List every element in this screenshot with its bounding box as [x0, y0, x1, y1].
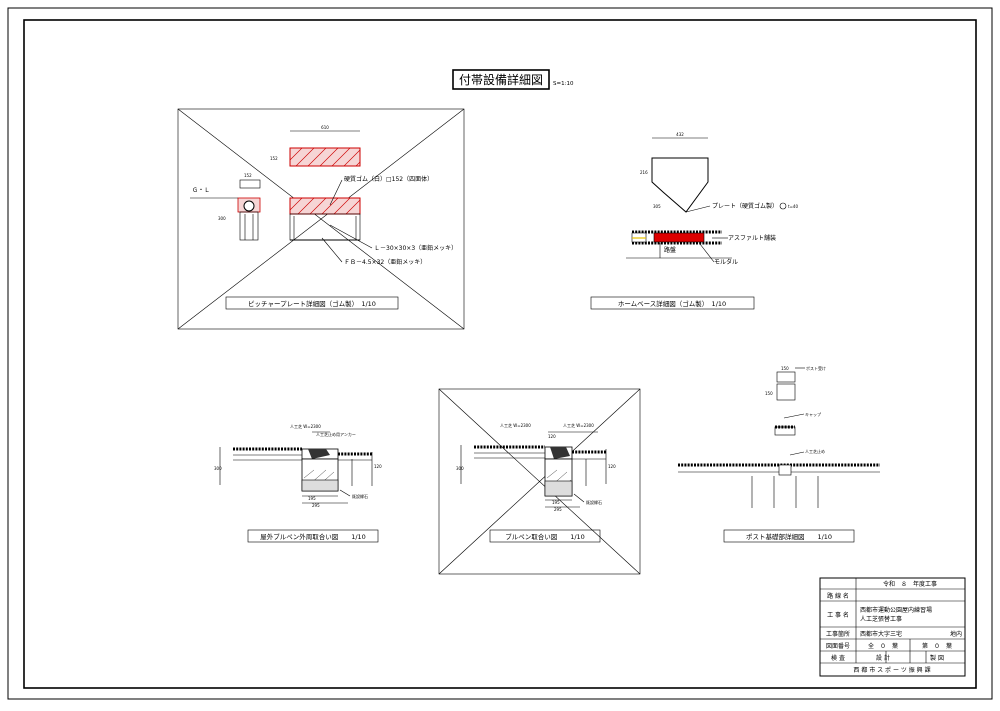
outdoor-bullpen-caption: 屋外ブルペン外周取合い図 1/10	[260, 532, 366, 541]
svg-text:152: 152	[270, 156, 278, 161]
outdoor-bullpen-detail: 195 295 300 120 人工芝 W=2300 人工芝止め用アンカー 既設…	[214, 423, 382, 543]
tb-office: 西 都 市 ス ポ ー ツ 振 興 課	[853, 666, 930, 674]
svg-text:300: 300	[456, 466, 464, 471]
tb-work-label: 工 事 名	[827, 611, 849, 619]
post-foundation-caption: ポスト基礎部詳細図 1/10	[746, 532, 832, 541]
home-base-caption: ホームベース詳細図（ゴム製） 1/10	[618, 299, 726, 308]
post-foundation-detail: 150 150 ポスト受け キャップ 人工芝止め ポスト基礎部詳細図 1/10	[678, 365, 880, 543]
svg-text:人工芝 W=2300: 人工芝 W=2300	[290, 423, 321, 429]
svg-text:既設縁石: 既設縁石	[586, 499, 602, 505]
gl-label: Ｇ・Ｌ	[192, 187, 210, 194]
svg-text:195: 195	[552, 500, 560, 505]
svg-text:既設縁石: 既設縁石	[352, 493, 368, 499]
svg-text:195: 195	[308, 496, 316, 501]
svg-text:300: 300	[214, 466, 222, 471]
svg-text:120: 120	[608, 464, 616, 469]
outer-border	[7, 7, 993, 700]
svg-text:152: 152	[244, 173, 252, 178]
svg-text:300: 300	[218, 216, 226, 221]
svg-text:人工芝止め用アンカー: 人工芝止め用アンカー	[316, 431, 356, 437]
inner-border	[23, 19, 977, 689]
tb-route-label: 路 線 名	[827, 592, 849, 600]
tb-place-suffix: 地内	[950, 630, 962, 638]
tb-drawing-no-total: 全 ０ 葉	[868, 642, 898, 650]
tb-draft-label: 製 図	[930, 654, 944, 662]
tb-work-name-2: 人工芝張替工事	[860, 615, 902, 623]
tb-place-label: 工事箇所	[826, 630, 850, 638]
tb-place: 西都市大字三宅	[860, 630, 902, 638]
svg-text:295: 295	[554, 507, 562, 512]
tb-design-label: 設 計	[876, 654, 890, 662]
title-block: 令和 ８ 年度工事 路 線 名 工 事 名 西都市運動公園屋内練習場 人工芝張替…	[819, 577, 966, 677]
svg-text:216: 216	[640, 170, 648, 175]
pitcher-plate-detail: 610 152 152 300 Ｇ・Ｌ 硬質ゴ	[177, 108, 465, 330]
label-mortar: モルタル	[714, 258, 738, 266]
svg-text:150: 150	[781, 366, 789, 371]
label-rubber: 硬質ゴム（白）□152（四面体）	[344, 175, 433, 183]
label-angle: Ｌ－30×30×3（亜鉛メッキ）	[374, 244, 457, 252]
svg-text:人工芝 W=2300: 人工芝 W=2300	[563, 422, 594, 428]
svg-text:432: 432	[676, 132, 684, 137]
home-base-plate-section	[653, 232, 705, 243]
label-ground: 路盤	[664, 246, 676, 254]
svg-text:人工芝 W=2300: 人工芝 W=2300	[500, 422, 531, 428]
svg-text:ポスト受け: ポスト受け	[806, 365, 826, 371]
svg-text:120: 120	[548, 434, 556, 439]
svg-text:人工芝止め: 人工芝止め	[805, 448, 825, 454]
label-plate-t: t=40	[788, 204, 798, 209]
bullpen-detail: 195 295 300 120 人工芝 W=2300 人工芝 W=2300 12…	[438, 388, 641, 575]
tb-work-name-1: 西都市運動公園屋内練習場	[860, 606, 932, 614]
tb-year: 令和 ８ 年度工事	[883, 580, 937, 588]
drawing-title: 付帯設備詳細図	[459, 72, 543, 87]
label-asphalt: アスファルト舗装	[728, 234, 776, 242]
bullpen-caption: ブルペン取合い図 1/10	[505, 532, 585, 541]
svg-text:295: 295	[312, 503, 320, 508]
drawing-scale: S=1:10	[553, 81, 574, 87]
tb-inspect-label: 検 査	[831, 654, 845, 662]
tb-drawing-no-sheet: 第 ０ 葉	[922, 642, 952, 650]
svg-text:305: 305	[653, 204, 661, 209]
drawing-title-box: 付帯設備詳細図 S=1:10	[452, 69, 574, 90]
svg-text:120: 120	[374, 464, 382, 469]
svg-text:610: 610	[321, 125, 329, 130]
tb-drawing-no-label: 図面番号	[826, 643, 850, 650]
pitcher-plate-caption: ピッチャープレート詳細図（ゴム製） 1/10	[248, 299, 376, 308]
label-fb: ＦＢ－4.5×32（亜鉛メッキ）	[344, 258, 426, 266]
pitcher-plate-top-view	[289, 147, 361, 167]
home-base-detail: 432 216 305 プレート（硬質ゴム製） t=40 アスファルト舗装 路盤…	[590, 132, 798, 310]
svg-text:150: 150	[765, 391, 773, 396]
svg-text:キャップ: キャップ	[805, 411, 821, 417]
label-plate: プレート（硬質ゴム製）	[712, 202, 778, 210]
